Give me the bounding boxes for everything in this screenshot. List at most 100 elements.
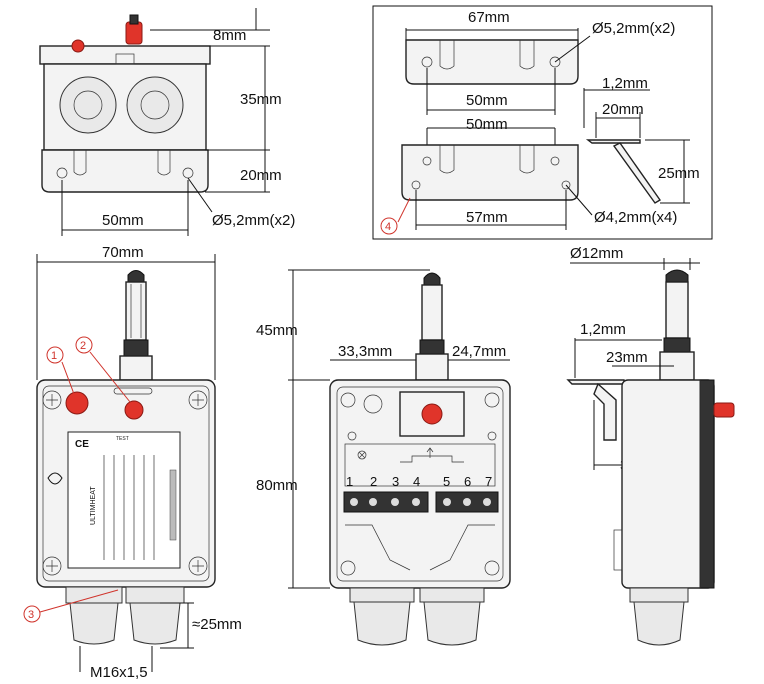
dim-50mm-lower: 50mm — [466, 116, 508, 133]
label-ce: CE — [75, 439, 89, 450]
dim-hole-5-2-bracket: Ø5,2mm(x2) — [592, 20, 675, 37]
lid-rim — [39, 45, 211, 65]
top-button-stem — [129, 14, 139, 25]
mounting-bracket-top — [41, 149, 209, 193]
top-view-dimensions: 8mm 35mm 20mm 50mm Ø5,2mm(x2) — [61, 8, 295, 236]
callout-3 — [23, 605, 41, 623]
callout-4 — [380, 217, 398, 235]
terminal-2: 2 — [370, 474, 377, 489]
terminal-5: 5 — [443, 474, 450, 489]
dim-hole-5-2: Ø5,2mm(x2) — [212, 212, 295, 229]
bracket-hole-upper-right — [549, 56, 561, 68]
terminal-numbers: 1 2 3 4 5 6 7 — [346, 474, 492, 489]
side-gland — [633, 601, 685, 646]
bracket-slot-left — [73, 150, 87, 176]
screw-tl — [42, 390, 62, 410]
callout-2-label: 2 — [80, 340, 86, 352]
bracket-hole-4-2-d — [561, 180, 571, 190]
callout-1-label: 1 — [51, 350, 57, 362]
dim-23mm: 23mm — [606, 349, 648, 366]
barcode — [169, 469, 177, 541]
terminal-1: 1 — [346, 474, 353, 489]
bracket-side-arm — [612, 142, 662, 204]
dim-8mm: 8mm — [213, 27, 246, 44]
terminal-3: 3 — [392, 474, 399, 489]
wiring-diagram — [344, 443, 496, 487]
side-lid — [699, 379, 715, 589]
dim-25mm-bracket: 25mm — [658, 165, 700, 182]
side-view: Ø12mm 1,2mm 23mm 33mm — [566, 245, 735, 646]
bracket-plate-lower — [401, 144, 579, 201]
front-gland-right — [129, 602, 181, 645]
lid-latch — [115, 53, 135, 65]
probe-shaft — [125, 281, 147, 341]
open-reset-button — [421, 403, 443, 425]
mount-hole-left — [56, 167, 68, 179]
dim-24-7mm: 24,7mm — [452, 343, 506, 360]
thermostat-block — [399, 391, 465, 437]
probe-base — [123, 339, 149, 357]
bracket-plate-upper — [405, 39, 579, 85]
screw-bl — [42, 556, 62, 576]
dim-50mm: 50mm — [102, 212, 144, 229]
front-view: 70mm TEST CE ULTIMHEAT — [23, 244, 242, 681]
dim-20mm: 20mm — [240, 167, 282, 184]
open-probe-shaft — [421, 284, 443, 341]
cable-gland-right — [126, 76, 184, 134]
terminal-6: 6 — [464, 474, 471, 489]
bracket-slot-right — [157, 150, 171, 176]
label-test: TEST — [116, 436, 129, 442]
callout-2 — [75, 336, 93, 354]
terminal-7: 7 — [485, 474, 492, 489]
front-gland-nut-right — [125, 586, 185, 604]
open-gland-left — [353, 601, 411, 646]
bracket-detail-frame — [372, 5, 713, 240]
top-view-enclosure — [39, 14, 211, 193]
callout-4-label: 4 — [385, 221, 391, 233]
brand-logo — [47, 472, 63, 485]
side-red-button — [713, 402, 735, 418]
dim-1-2mm-bracket: 1,2mm — [602, 75, 648, 92]
dim-hole-4-2: Ø4,2mm(x4) — [594, 209, 677, 226]
dim-57mm: 57mm — [466, 209, 508, 226]
bracket-detail: 67mm Ø5,2mm(x2) 50mm 50mm 57mm Ø4,2mm(x4… — [380, 9, 700, 235]
dim-45mm: 45mm — [256, 322, 298, 339]
bracket-hole-upper-left — [421, 56, 433, 68]
dim-20mm-bracket: 20mm — [602, 101, 644, 118]
screw-br — [188, 556, 208, 576]
dim-80mm: 80mm — [256, 477, 298, 494]
dim-67mm: 67mm — [468, 9, 510, 26]
reset-button — [124, 400, 144, 420]
callout-3-label: 3 — [28, 609, 34, 621]
open-gland-right — [423, 601, 481, 646]
dim-35mm: 35mm — [240, 91, 282, 108]
dim-33-3mm: 33,3mm — [338, 343, 392, 360]
callout-1 — [46, 346, 64, 364]
dim-dia-12: Ø12mm — [570, 245, 623, 262]
pot-knob — [363, 394, 383, 414]
cable-gland-right-hole — [140, 90, 170, 120]
dim-50mm-upper: 50mm — [466, 92, 508, 109]
dim-25mm-gland: ≈25mm — [192, 616, 242, 633]
dim-thread: M16x1,5 — [90, 664, 148, 681]
dim-70mm: 70mm — [102, 244, 144, 261]
cable-gland-left — [59, 76, 117, 134]
top-red-button — [125, 21, 143, 45]
bracket-hole-4-2-a — [422, 156, 432, 166]
front-gland-nut-left — [65, 586, 123, 604]
bracket-side-flange — [585, 139, 641, 144]
dim-1-2mm-side: 1,2mm — [580, 321, 626, 338]
indicator-light — [65, 391, 89, 415]
open-view: 45mm 80mm 33,3mm 24,7mm 1 2 — [256, 269, 511, 646]
front-gland-left — [69, 602, 119, 645]
screw-tr — [188, 390, 208, 410]
probe-cap — [127, 270, 145, 283]
bracket-hole-4-2-c — [411, 180, 421, 190]
indicator-light-top — [71, 39, 85, 53]
terminal-block — [343, 491, 499, 513]
probe-mount — [119, 355, 153, 381]
side-bracket — [593, 382, 617, 441]
bracket-hole-4-2-b — [550, 156, 560, 166]
terminal-4: 4 — [413, 474, 420, 489]
